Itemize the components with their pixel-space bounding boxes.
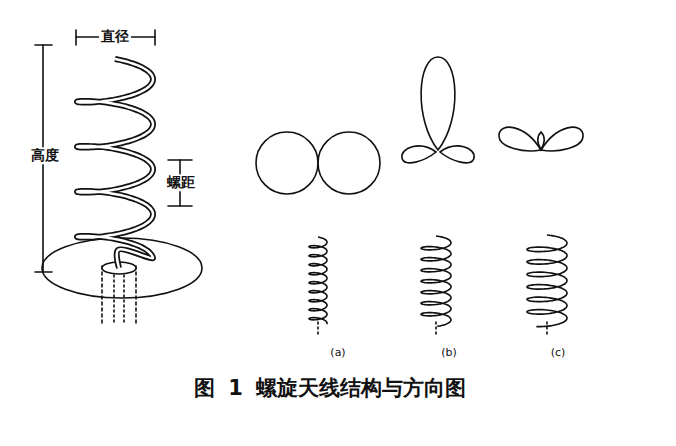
helix-wire [77,59,153,268]
helix-antenna [309,237,327,324]
figure-tag: (b) [441,347,457,359]
feed-stem [317,322,319,334]
dimension-label: 高度 [29,147,61,164]
radiation-pattern [318,132,380,194]
radiation-pattern [256,132,318,194]
dimension-label: 直径 [99,28,131,45]
feed-stem [546,322,548,334]
radiation-pattern [499,127,541,151]
coax-feed [123,275,125,325]
helix-wire [77,59,153,268]
figure-caption: 图 1 螺旋天线结构与方向图 [194,377,466,400]
radiation-pattern [538,132,544,150]
dimension-label: 螺距 [165,174,197,191]
radiation-pattern [402,146,436,163]
radiation-pattern [541,127,583,151]
coax-feed [101,266,103,325]
feed-stem [435,322,437,334]
helix-antenna [421,236,451,326]
figure-tag: (c) [551,347,566,359]
radiation-pattern [440,146,474,163]
figure-tag: (a) [330,347,345,359]
coax-feed [135,266,137,325]
radiation-pattern [421,57,455,150]
helix-antenna [527,235,567,327]
coax-feed [113,275,115,325]
